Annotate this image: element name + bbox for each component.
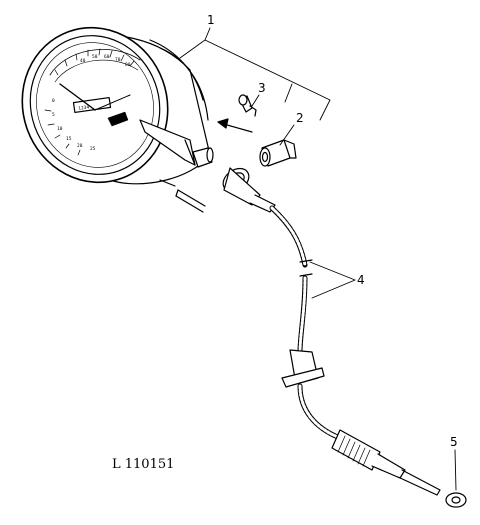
scale-label: 20 (77, 143, 83, 149)
gauge-needle (59, 83, 96, 111)
scale-label: 80 (125, 62, 131, 68)
socket-part (259, 139, 297, 167)
callout-2: 2 (296, 111, 304, 125)
callout-3: 3 (258, 81, 266, 95)
dial-ticks (44, 48, 135, 156)
callout-5: 5 (450, 435, 458, 449)
bulb-part (238, 94, 257, 117)
leader-lines (179, 27, 457, 491)
scale-label: 60 (104, 54, 110, 60)
scale-label: 50 (92, 54, 98, 60)
drive-cable (222, 167, 441, 496)
assembly-arrow (217, 118, 253, 133)
callout-1: 1 (207, 13, 215, 27)
scale-label: 40 (80, 58, 86, 64)
scale-label: 5 (52, 112, 55, 118)
scale-label: 15 (66, 136, 72, 142)
figure-id: L 110151 (112, 457, 174, 472)
scale-label: 70 (115, 57, 121, 63)
scale-label: 25 (90, 146, 96, 152)
scale-label: 0 (52, 98, 55, 104)
callout-4: 4 (357, 273, 365, 287)
washer-part (445, 492, 467, 508)
tachometer-gauge: 1234 40 50 60 70 80 0 5 10 15 20 25 (21, 26, 214, 213)
odometer-digits: 1234 (78, 104, 90, 111)
callout-labels: 1 2 3 4 5 (207, 13, 458, 449)
scale-label: 10 (57, 126, 63, 132)
